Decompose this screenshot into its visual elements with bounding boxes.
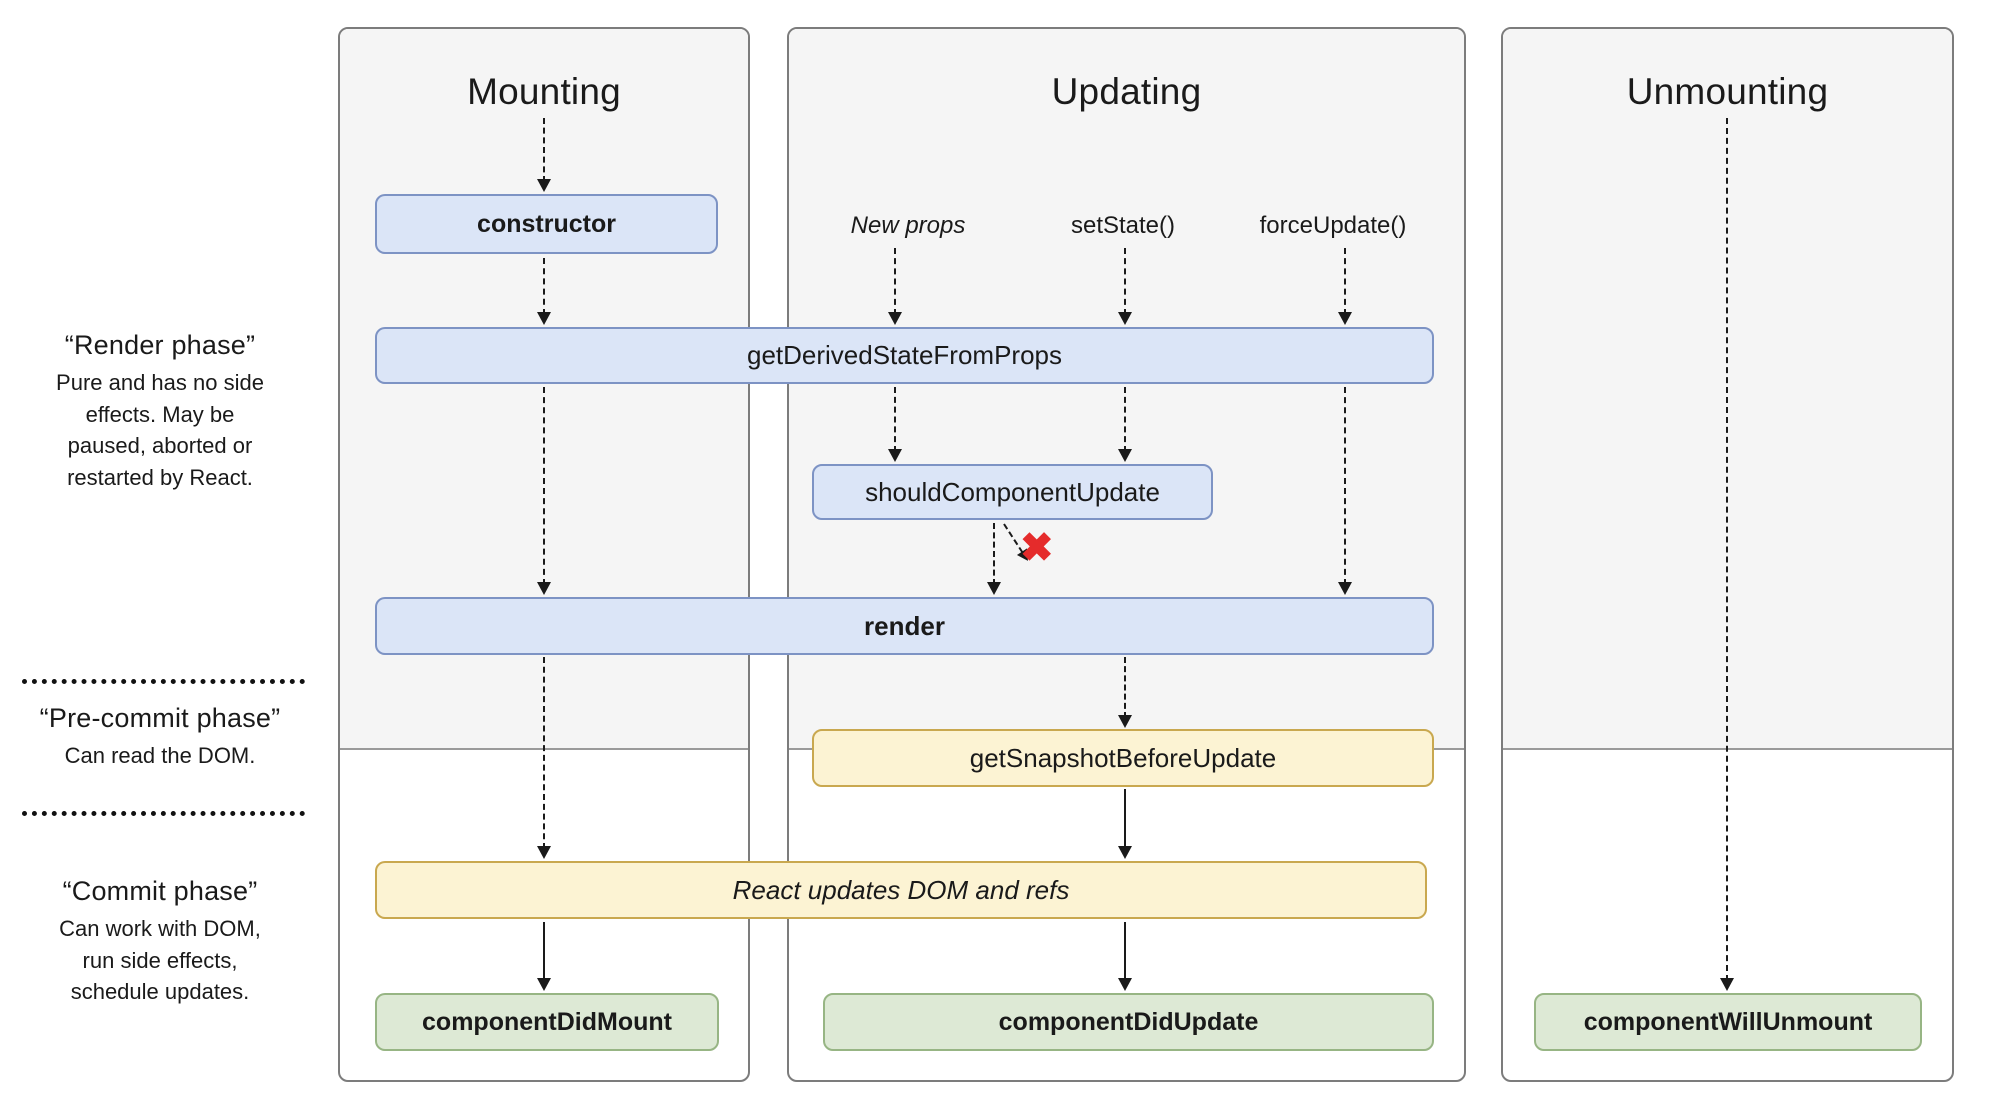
arrow-gdsfp-to-scu-left <box>887 387 903 462</box>
arrow-react-updates-to-cdm <box>536 922 552 991</box>
phase-divider-top <box>22 679 305 684</box>
arrow-react-updates-to-cdu <box>1117 922 1133 991</box>
update-rejected-x-icon: ✖ <box>1020 526 1054 570</box>
commit-phase-label-group: “Commit phase” Can work with DOM, run si… <box>14 876 306 1008</box>
componentdidmount-box[interactable]: componentDidMount <box>375 993 719 1051</box>
unmounting-title: Unmounting <box>1626 71 1829 112</box>
arrow-constructor-to-gdsfp <box>536 258 552 325</box>
arrow-render-to-react-updates <box>536 657 552 859</box>
arrow-gsbu-to-react-updates <box>1117 789 1133 859</box>
new-props-label: New props <box>850 212 966 239</box>
arrow-render-to-gsbu <box>1117 657 1133 728</box>
arrow-new-props-to-gdsfp <box>887 248 903 325</box>
arrow-mounting-to-constructor <box>536 118 552 192</box>
phase-divider-bottom <box>22 811 305 816</box>
mounting-title: Mounting <box>467 71 621 112</box>
render-phase-title: “Render phase” <box>64 330 256 360</box>
shouldcomponentupdate-box[interactable]: shouldComponentUpdate <box>812 464 1213 520</box>
arrow-gdsfp-to-render <box>536 387 552 595</box>
componentwillunmount-box[interactable]: componentWillUnmount <box>1534 993 1922 1051</box>
updating-title: Updating <box>1051 71 1202 112</box>
getsnapshotbeforeupdate-box[interactable]: getSnapshotBeforeUpdate <box>812 729 1434 787</box>
commit-phase-description: Can work with DOM, run side effects, sch… <box>59 916 261 1005</box>
componentdidupdate-box[interactable]: componentDidUpdate <box>823 993 1434 1051</box>
constructor-box[interactable]: constructor <box>375 194 718 254</box>
commit-phase-title: “Commit phase” <box>62 876 258 906</box>
arrow-unmounting-to-cwu <box>1719 118 1735 991</box>
pre-commit-phase-title: “Pre-commit phase” <box>39 703 281 733</box>
pre-commit-phase-label-group: “Pre-commit phase” Can read the DOM. <box>14 703 306 772</box>
arrow-setstate-to-gdsfp <box>1117 248 1133 325</box>
arrow-gdsfp-to-scu-right <box>1117 387 1133 462</box>
react-updates-dom-box: React updates DOM and refs <box>375 861 1427 919</box>
setstate-label: setState() <box>1070 212 1176 239</box>
forceupdate-label: forceUpdate() <box>1259 212 1407 239</box>
arrow-forceupdate-to-gdsfp <box>1337 248 1353 325</box>
arrow-forceupdate-bypass-to-render <box>1337 387 1353 595</box>
arrow-scu-to-render <box>986 523 1002 595</box>
getderivedstatefromprops-box[interactable]: getDerivedStateFromProps <box>375 327 1434 384</box>
render-phase-description: Pure and has no side effects. May be pau… <box>56 370 264 491</box>
pre-commit-phase-description: Can read the DOM. <box>64 743 256 768</box>
render-box[interactable]: render <box>375 597 1434 655</box>
render-phase-label-group: “Render phase” Pure and has no side effe… <box>14 330 306 494</box>
